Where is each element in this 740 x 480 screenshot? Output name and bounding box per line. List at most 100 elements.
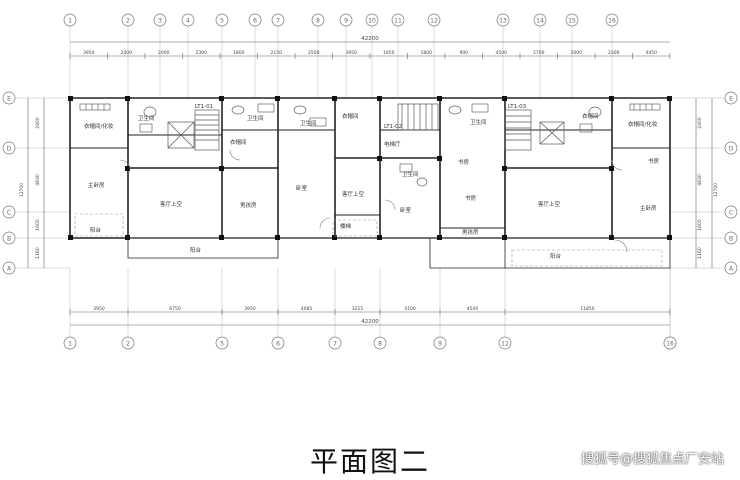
axis-bubble-right	[724, 231, 738, 245]
label-bedroom-l: 主卧房	[88, 181, 105, 189]
dim-bottom: 6750	[169, 306, 181, 312]
axis-label-bottom: 6	[276, 341, 280, 348]
axis-label-bottom: 12	[501, 341, 509, 348]
dim-overall-top: 42200	[361, 36, 379, 42]
axis-label-left: E	[7, 96, 11, 103]
dim-bottom: 4100	[404, 306, 416, 312]
dim-side: 4830	[697, 174, 703, 186]
axis-label-bottom: 7	[333, 341, 337, 348]
axis-bubble-top	[215, 13, 229, 27]
axis-bubble-top	[271, 13, 285, 27]
label-balcony-m: 阳台	[190, 246, 202, 254]
axis-label-right: B	[729, 236, 733, 243]
axis-bubble-right	[724, 91, 738, 105]
dim-top: 1800	[233, 50, 245, 56]
dim-top: 3950	[346, 50, 358, 56]
label-living-void-m: 客厅上空	[342, 190, 365, 198]
axis-bubble-left	[2, 261, 16, 275]
label-bedroom-m: 卧室	[400, 206, 412, 214]
dim-top: 2000	[571, 50, 583, 56]
axis-bubble-right	[724, 141, 738, 155]
dim-overall-bottom: 42200	[361, 319, 379, 325]
axis-bubble-top	[153, 13, 167, 27]
axis-label-top: 16	[608, 18, 616, 25]
label-bath-r: 卫生间	[470, 118, 487, 126]
dim-bottom: 4500	[467, 306, 479, 312]
axis-label-left: D	[7, 146, 12, 153]
axis-bubble-bottom	[63, 336, 77, 350]
dim-top: 1850	[383, 50, 395, 56]
axis-label-bottom: 16	[666, 341, 674, 348]
dim-top: 900	[459, 50, 468, 56]
axis-label-top: 9	[344, 18, 348, 25]
label-lift-m: LT1-02	[384, 124, 402, 130]
label-cloakroom-r: 衣帽间/化妆	[628, 120, 658, 128]
dim-top: 4450	[646, 50, 658, 56]
dim-side: 2400	[697, 117, 703, 129]
axis-lines: 123456789101112131415161256789121316EEDD…	[2, 13, 738, 350]
axis-label-left: B	[7, 236, 11, 243]
building-walls	[69, 97, 671, 269]
axis-bubble-bottom	[121, 336, 135, 350]
axis-label-left: A	[7, 266, 12, 273]
axis-label-bottom: 1	[68, 341, 72, 348]
label-living-void-r: 客厅上空	[538, 200, 561, 208]
axis-label-top: 8	[316, 18, 320, 25]
axis-bubble-left	[2, 231, 16, 245]
axis-bubble-bottom	[328, 336, 342, 350]
label-study-r3: 书房	[648, 157, 660, 165]
axis-bubble-left	[2, 205, 16, 219]
axis-bubble-top	[311, 13, 325, 27]
label-stair-m: 楼梯	[340, 222, 352, 230]
axis-bubble-left	[2, 91, 16, 105]
structural-columns	[68, 96, 672, 240]
dim-bottom: 3950	[244, 306, 256, 312]
axis-bubble-top	[248, 13, 262, 27]
axis-label-top: 11	[394, 18, 402, 25]
room-labels: 衣帽间/化妆 卫生间 LT1-01 卫生间 衣帽间 卫生间 衣帽间 LT1-02…	[84, 104, 660, 260]
axis-bubble-top	[533, 13, 547, 27]
axis-label-top: 6	[253, 18, 257, 25]
watermark-text: 搜狐号@搜狐焦点厂安站	[580, 452, 724, 467]
axis-label-right: D	[729, 146, 734, 153]
axis-bubble-top	[181, 13, 195, 27]
axis-bubble-bottom	[271, 336, 285, 350]
label-laundry-3: 衣帽间	[342, 112, 359, 120]
dim-side: 1160	[35, 247, 41, 259]
dim-bottom: 3950	[93, 306, 105, 312]
dim-top: 2700	[533, 50, 545, 56]
dim-side: 4830	[35, 174, 41, 186]
label-shaft: 电梯厅	[384, 140, 401, 148]
axis-label-right: E	[729, 96, 733, 103]
axis-label-right: C	[729, 210, 733, 217]
label-bedroom-2: 男孩房	[240, 201, 257, 209]
label-study-r2: 书房	[465, 194, 477, 202]
label-bath-l: 卫生间	[138, 114, 155, 122]
axis-label-bottom: 8	[378, 341, 382, 348]
dim-bottom: 4085	[301, 306, 313, 312]
label-balcony-r: 阳台	[550, 252, 562, 260]
dim-top: 3950	[83, 50, 95, 56]
dim-bottom: 3215	[352, 306, 364, 312]
axis-label-top: 12	[430, 18, 438, 25]
axis-label-bottom: 5	[220, 341, 224, 348]
axis-label-right: A	[729, 266, 734, 273]
axis-bubble-right	[724, 205, 738, 219]
axis-label-top: 14	[536, 18, 544, 25]
dim-top: 2150	[271, 50, 283, 56]
axis-bubble-top	[496, 13, 510, 27]
axis-bubble-top	[121, 13, 135, 27]
label-lift-l: LT1-01	[195, 104, 213, 110]
dim-side: 1600	[697, 219, 703, 231]
axis-label-top: 5	[220, 18, 224, 25]
axis-bubble-top	[339, 13, 353, 27]
axis-bubble-top	[605, 13, 619, 27]
label-living-void-l: 客厅上空	[160, 200, 183, 208]
label-lift-r: LT1-03	[508, 104, 527, 110]
label-cloakroom-l: 衣帽间/化妆	[84, 122, 114, 130]
axis-label-top: 7	[276, 18, 280, 25]
axis-label-bottom: 9	[438, 341, 442, 348]
dim-side: 2400	[35, 117, 41, 129]
dim-side: 1600	[35, 219, 41, 231]
